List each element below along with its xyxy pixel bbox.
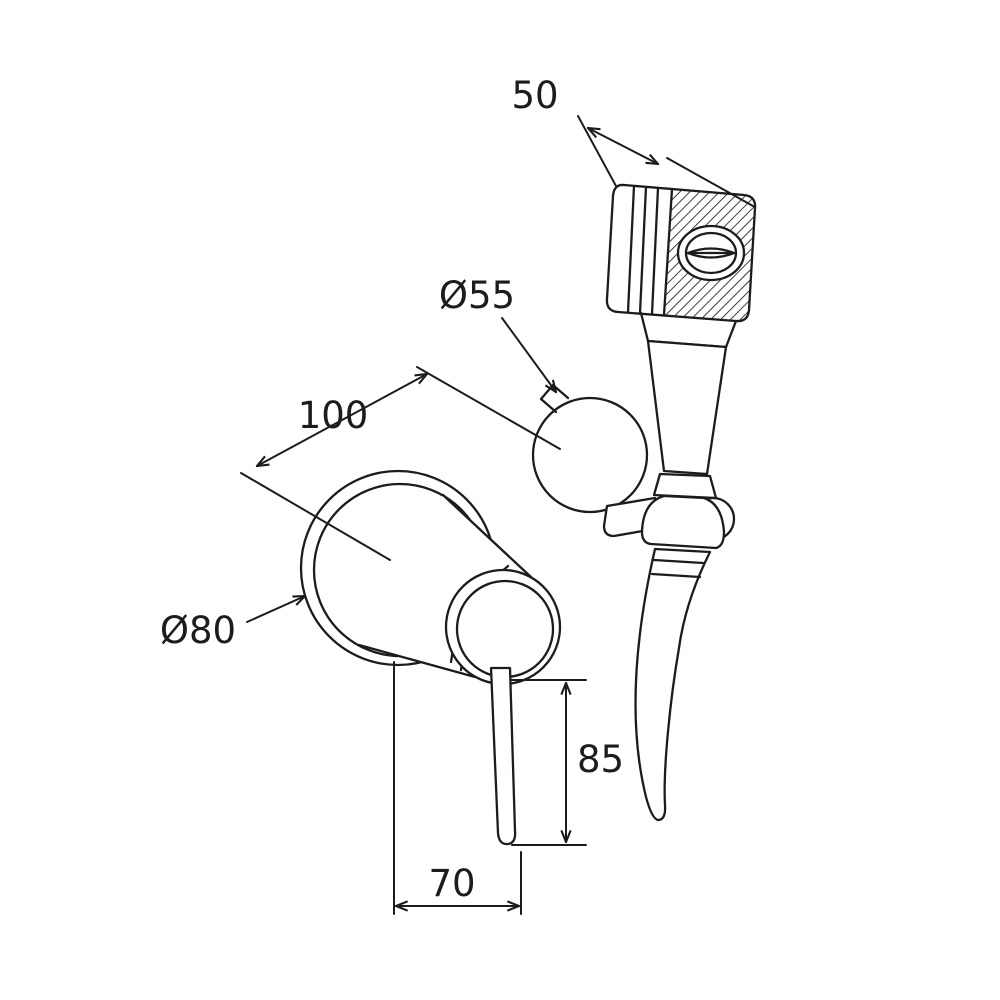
grip-edge-line: [662, 187, 674, 317]
dim-label-plate-diameter: Ø80: [160, 609, 236, 652]
sprayer-neck-joint: [652, 472, 718, 500]
hose-body: [634, 547, 712, 822]
hand-sprayer: [602, 183, 757, 550]
shower-hose: [634, 547, 712, 822]
dimension-line: [588, 128, 658, 164]
dimension-50: 50: [511, 74, 754, 207]
wall-elbow-outlet: [531, 383, 649, 514]
dimension-55: Ø55: [439, 274, 556, 392]
dimension-85: 85: [511, 679, 624, 846]
extension-lines: [511, 679, 587, 846]
sprayer-body: [646, 339, 728, 476]
dimension-100: 100: [240, 366, 561, 561]
concealed-mixer: [299, 469, 562, 846]
lever-rod: [489, 666, 517, 846]
hose-coupling-bell: [640, 494, 726, 550]
dimension-line: [257, 374, 427, 466]
dim-label-sprayer-width: 50: [511, 74, 558, 117]
extension-lines: [393, 661, 522, 915]
sprayer-cap-ridges: [626, 184, 660, 316]
dim-label-lever-length: 85: [577, 738, 624, 781]
outlet-escutcheon-circle: [531, 396, 649, 514]
handle-cylinder-sides: [357, 493, 533, 679]
dimension-70: 70: [393, 661, 522, 915]
hose-crimp-lines: [650, 558, 705, 579]
leader-line: [246, 596, 305, 623]
extension-lines: [240, 366, 561, 561]
spray-dial-slot: [686, 247, 736, 259]
dim-label-wall-offset: 100: [298, 394, 369, 437]
dim-label-outlet-diameter: Ø55: [439, 274, 515, 317]
leader-line: [501, 317, 556, 392]
dim-label-lever-offset: 70: [428, 862, 475, 905]
dimension-80: Ø80: [160, 596, 305, 652]
